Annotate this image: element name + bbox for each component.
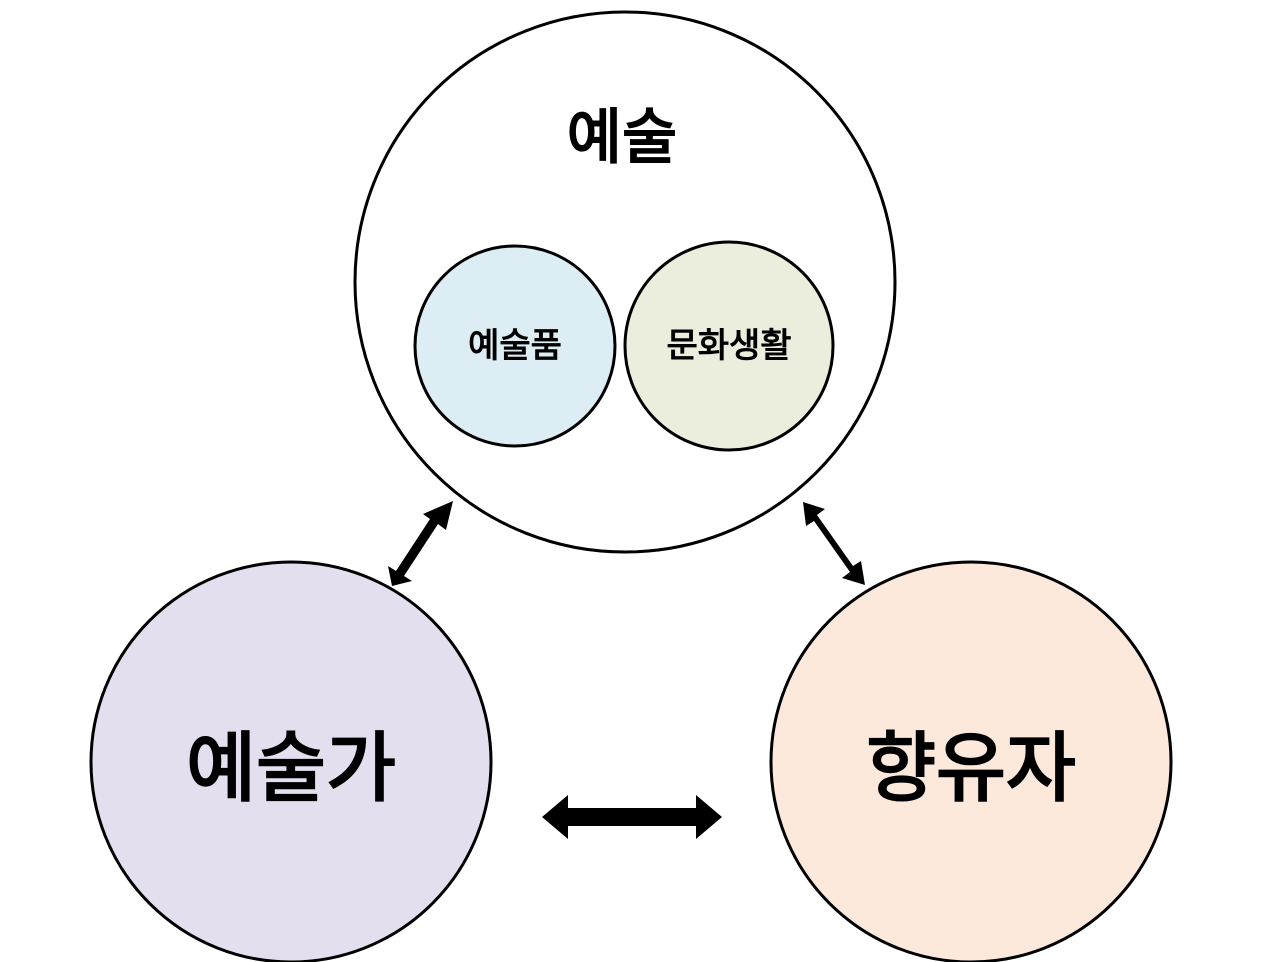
double-arrow-artist-audience <box>542 795 722 839</box>
art-circle <box>353 10 897 554</box>
artwork-node: 예술품 <box>413 244 617 448</box>
audience-label: 향유자 <box>866 724 1076 813</box>
cultural-life-label: 문화생활 <box>666 326 791 366</box>
art-label: 예술 <box>567 103 677 173</box>
double-arrow-art-audience <box>803 502 865 585</box>
arrows-group <box>388 501 865 839</box>
artist-circle <box>89 560 493 962</box>
cultural-life-circle <box>623 240 835 452</box>
audience-node: 향유자 <box>769 560 1173 962</box>
artwork-circle <box>413 244 617 448</box>
audience-circle <box>769 560 1173 962</box>
double-arrow-art-artist <box>388 501 453 586</box>
artist-label: 예술가 <box>186 724 396 813</box>
cultural-life-node: 문화생활 <box>623 240 835 452</box>
artist-node: 예술가 <box>89 560 493 962</box>
art-node: 예술 <box>353 10 897 554</box>
artwork-label: 예술품 <box>468 326 562 366</box>
